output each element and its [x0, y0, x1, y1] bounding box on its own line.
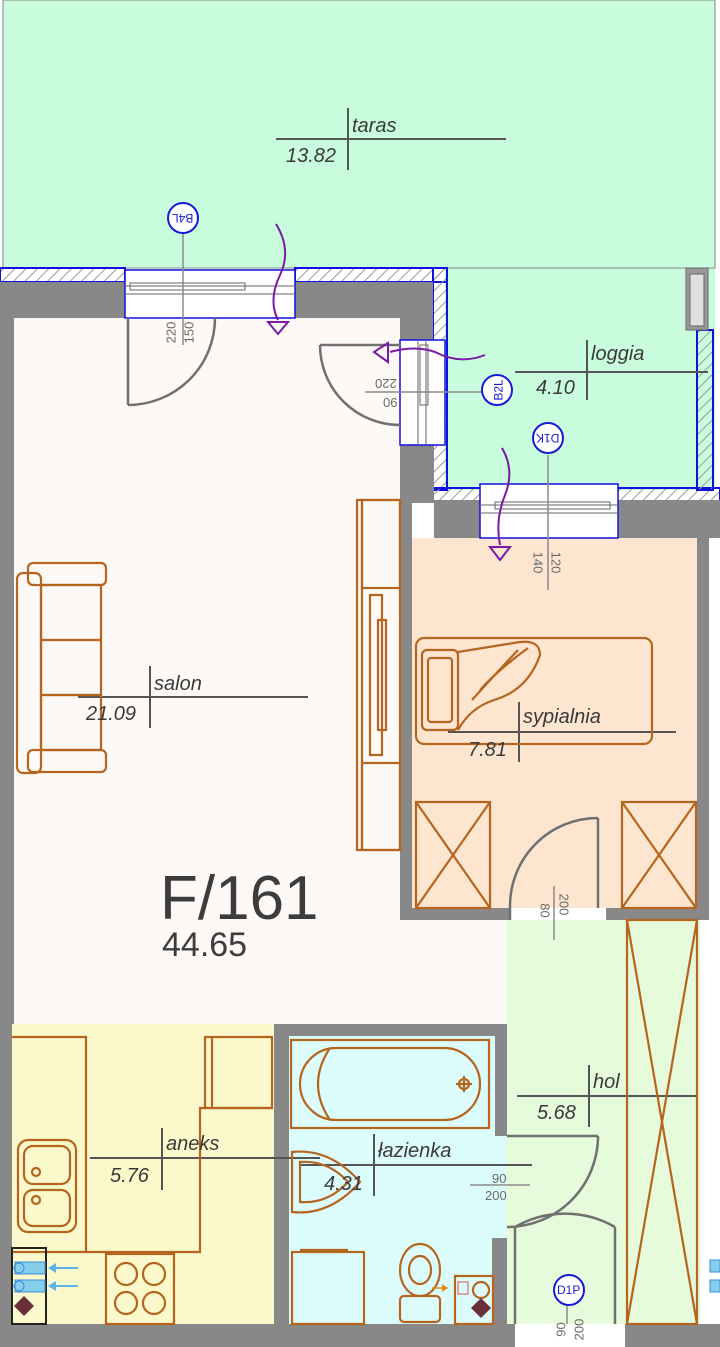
washbasin	[290, 1150, 362, 1214]
dim-bathroom-door-height: 200	[485, 1188, 507, 1203]
balustrade	[294, 267, 448, 283]
access-arrows	[265, 223, 513, 562]
room-area-taras: 13.82	[286, 145, 337, 167]
terrace-floor	[3, 0, 715, 268]
living-floor	[14, 318, 400, 1024]
balustrade	[432, 487, 484, 503]
tag-d1p: D1P	[557, 1283, 581, 1297]
tv-unit	[355, 498, 402, 852]
dim-b4l-width: 150	[181, 321, 197, 344]
room-area-salon: 21.09	[86, 703, 137, 725]
dim-bedroom-door-width: 80	[537, 903, 553, 918]
dimension-lines	[182, 228, 568, 1345]
room-area-sypialnia: 7.81	[468, 739, 507, 761]
kitchen-unit	[12, 1035, 274, 1326]
element-tags	[167, 202, 585, 1306]
window-b4l	[124, 269, 296, 319]
living-floor-lower	[400, 920, 506, 1024]
balustrade	[0, 267, 126, 283]
room-area-aneks: 5.76	[110, 1165, 149, 1187]
hall-floor	[506, 920, 700, 1324]
dim-b2l-height: 220	[375, 376, 397, 391]
dim-bedroom-door-height: 200	[556, 893, 572, 916]
dim-entry-door-height: 200	[571, 1318, 587, 1341]
unit-area: 44.65	[162, 926, 248, 964]
dim-b2l-width: 90	[383, 395, 398, 410]
dim-bathroom-door-width: 90	[492, 1171, 507, 1186]
dim-entry-door-width: 90	[553, 1322, 569, 1337]
room-area-lazienka: 4.31	[324, 1173, 363, 1195]
unit-code: F/161	[160, 864, 319, 933]
room-name-hol: hol	[593, 1071, 620, 1093]
dim-d1k-height: 140	[530, 551, 546, 574]
room-name-sypialnia: sypialnia	[523, 706, 601, 728]
room-area-loggia: 4.10	[536, 377, 575, 399]
bed	[414, 636, 654, 746]
bathroom-floor	[289, 1036, 507, 1324]
tag-d1k: D1K	[536, 431, 560, 445]
room-name-loggia: loggia	[591, 343, 645, 365]
bathtub	[289, 1038, 491, 1130]
entry-threshold	[515, 1324, 625, 1347]
wardrobe	[414, 800, 699, 1326]
room-name-lazienka: łazienka	[378, 1140, 452, 1162]
tag-b4l: B4L	[172, 211, 194, 225]
installations	[11, 1247, 720, 1325]
furniture	[12, 498, 699, 1326]
dim-b4l-height: 220	[163, 321, 179, 344]
dim-d1k-width: 120	[548, 551, 564, 574]
walls	[0, 282, 720, 1347]
window-d1k	[479, 483, 619, 539]
tag-b2l: B2L	[491, 379, 506, 401]
room-area-hol: 5.68	[537, 1102, 576, 1124]
cabinet	[290, 1248, 366, 1326]
balustrade	[696, 329, 714, 491]
room-name-taras: taras	[352, 115, 397, 137]
door-swings	[126, 317, 617, 1324]
sofa	[15, 561, 108, 775]
loggia-wall-inner	[689, 273, 705, 327]
room-name-aneks: aneks	[166, 1133, 220, 1155]
room-name-salon: salon	[154, 673, 202, 695]
